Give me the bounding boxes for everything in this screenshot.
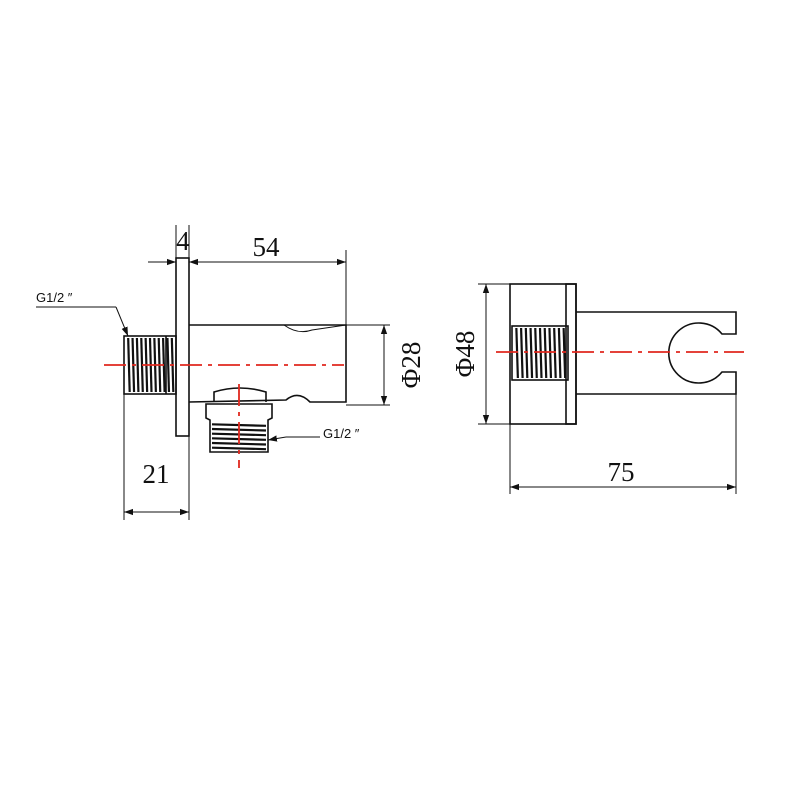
thread-ridge	[515, 327, 519, 379]
thread-ridge	[543, 327, 548, 379]
dim-plate-diameter-text: Φ48	[450, 331, 480, 378]
inlet-thread-text: G1/2 ″	[36, 290, 73, 305]
dim-thread-projection: 21	[123, 394, 190, 520]
front-view: Φ48 75	[450, 283, 744, 494]
outlet-nozzle	[205, 387, 273, 453]
dim-body-diameter: Φ28	[346, 324, 426, 406]
inlet-thread-label: G1/2 ″	[36, 290, 129, 337]
hook-arm	[576, 311, 737, 395]
thread-ridge	[557, 327, 562, 379]
thread-ridge	[524, 327, 529, 379]
thread-ridge	[534, 327, 538, 379]
dim-overall-length: 75	[509, 394, 737, 494]
side-view: 4 54 Φ28 21 G1/2 ″ G1/2 ″	[36, 225, 426, 520]
dim-plate-diameter: Φ48	[450, 283, 510, 425]
thread-ridge	[538, 327, 543, 379]
thread-ridge	[529, 327, 534, 379]
dim-body-diameter-text: Φ28	[396, 342, 426, 389]
holder-groove-top	[283, 324, 347, 333]
wall-plate	[175, 257, 190, 437]
thread-ridge	[127, 337, 131, 393]
dim-overall-length-text: 75	[608, 457, 635, 487]
thread-ridge	[166, 337, 171, 393]
thread-ridge	[135, 337, 140, 393]
dim-plate-body: 4 54	[148, 225, 347, 325]
dim-plate-thickness: 4	[176, 226, 190, 256]
thread-ridge	[519, 327, 524, 379]
thread-ridge	[562, 327, 567, 379]
dim-body-length: 54	[253, 232, 281, 262]
thread-ridge	[553, 327, 557, 379]
thread-ridge	[211, 446, 267, 451]
plate-rim	[565, 283, 577, 425]
outlet-thread-label: G1/2 ″	[267, 426, 360, 442]
dim-thread-projection-text: 21	[143, 459, 170, 489]
front-inlet-thread	[511, 325, 569, 381]
holder-body	[188, 324, 347, 403]
thread-ridge	[548, 327, 553, 379]
outlet-thread-text: G1/2 ″	[323, 426, 360, 441]
